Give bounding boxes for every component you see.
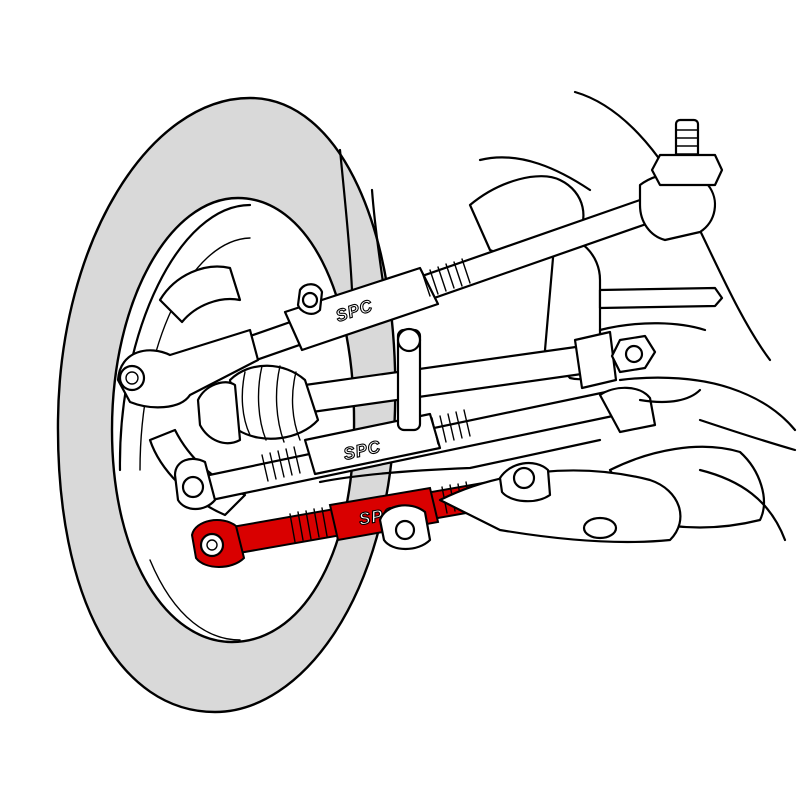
cv-boot <box>228 364 320 440</box>
middle-arm-bolt <box>181 475 205 499</box>
knuckle-top-edge <box>478 156 592 192</box>
toe-arm-bolt-center <box>206 539 218 551</box>
rim-lower-edge <box>149 559 241 641</box>
frame-line-mid <box>598 322 707 332</box>
hose-bracket <box>638 388 702 404</box>
toe-arm-bolt <box>199 532 225 558</box>
stud-threads <box>675 129 699 155</box>
cv-boot-ribs <box>241 365 301 443</box>
drive-shaft <box>196 330 657 445</box>
sway-bar-link <box>378 327 432 551</box>
sway-link-bottom-bolt <box>394 519 416 541</box>
upper-nut <box>650 153 724 187</box>
middle-control-arm: SPC <box>173 386 657 511</box>
rim-outer-edge <box>118 203 252 472</box>
lower-control-arm <box>438 461 682 544</box>
upper-link-stub <box>598 286 724 310</box>
cv-joint-housing <box>196 381 242 445</box>
upper-control-arm: SPC <box>208 118 724 374</box>
axle-collar <box>573 330 618 390</box>
strut-left-edge <box>338 148 354 292</box>
sway-link-top-joint <box>396 327 422 353</box>
frame-line-rear <box>698 468 787 542</box>
upper-arm-bolt <box>301 291 319 309</box>
upper-arm-sleeve <box>283 266 440 352</box>
lower-arm-hole <box>582 516 618 540</box>
lower-arm-bolt <box>512 466 536 490</box>
brake-line <box>318 438 602 484</box>
knuckle-bolt <box>118 364 146 392</box>
middle-arm-threads <box>261 409 471 482</box>
knuckle-bolt-center <box>125 371 139 385</box>
middle-arm-inner-end <box>598 386 657 434</box>
axle-nut-center <box>624 344 644 364</box>
knuckle-body <box>116 328 260 409</box>
brake-rotor <box>158 265 242 324</box>
misc-lines <box>296 283 702 484</box>
frame-line-bottom <box>698 418 797 452</box>
highlighted-toe-arm: SPC <box>190 478 508 568</box>
frame-line-lower <box>618 376 797 432</box>
upper-arm-threads <box>421 258 471 297</box>
lower-arm-body <box>438 469 682 544</box>
